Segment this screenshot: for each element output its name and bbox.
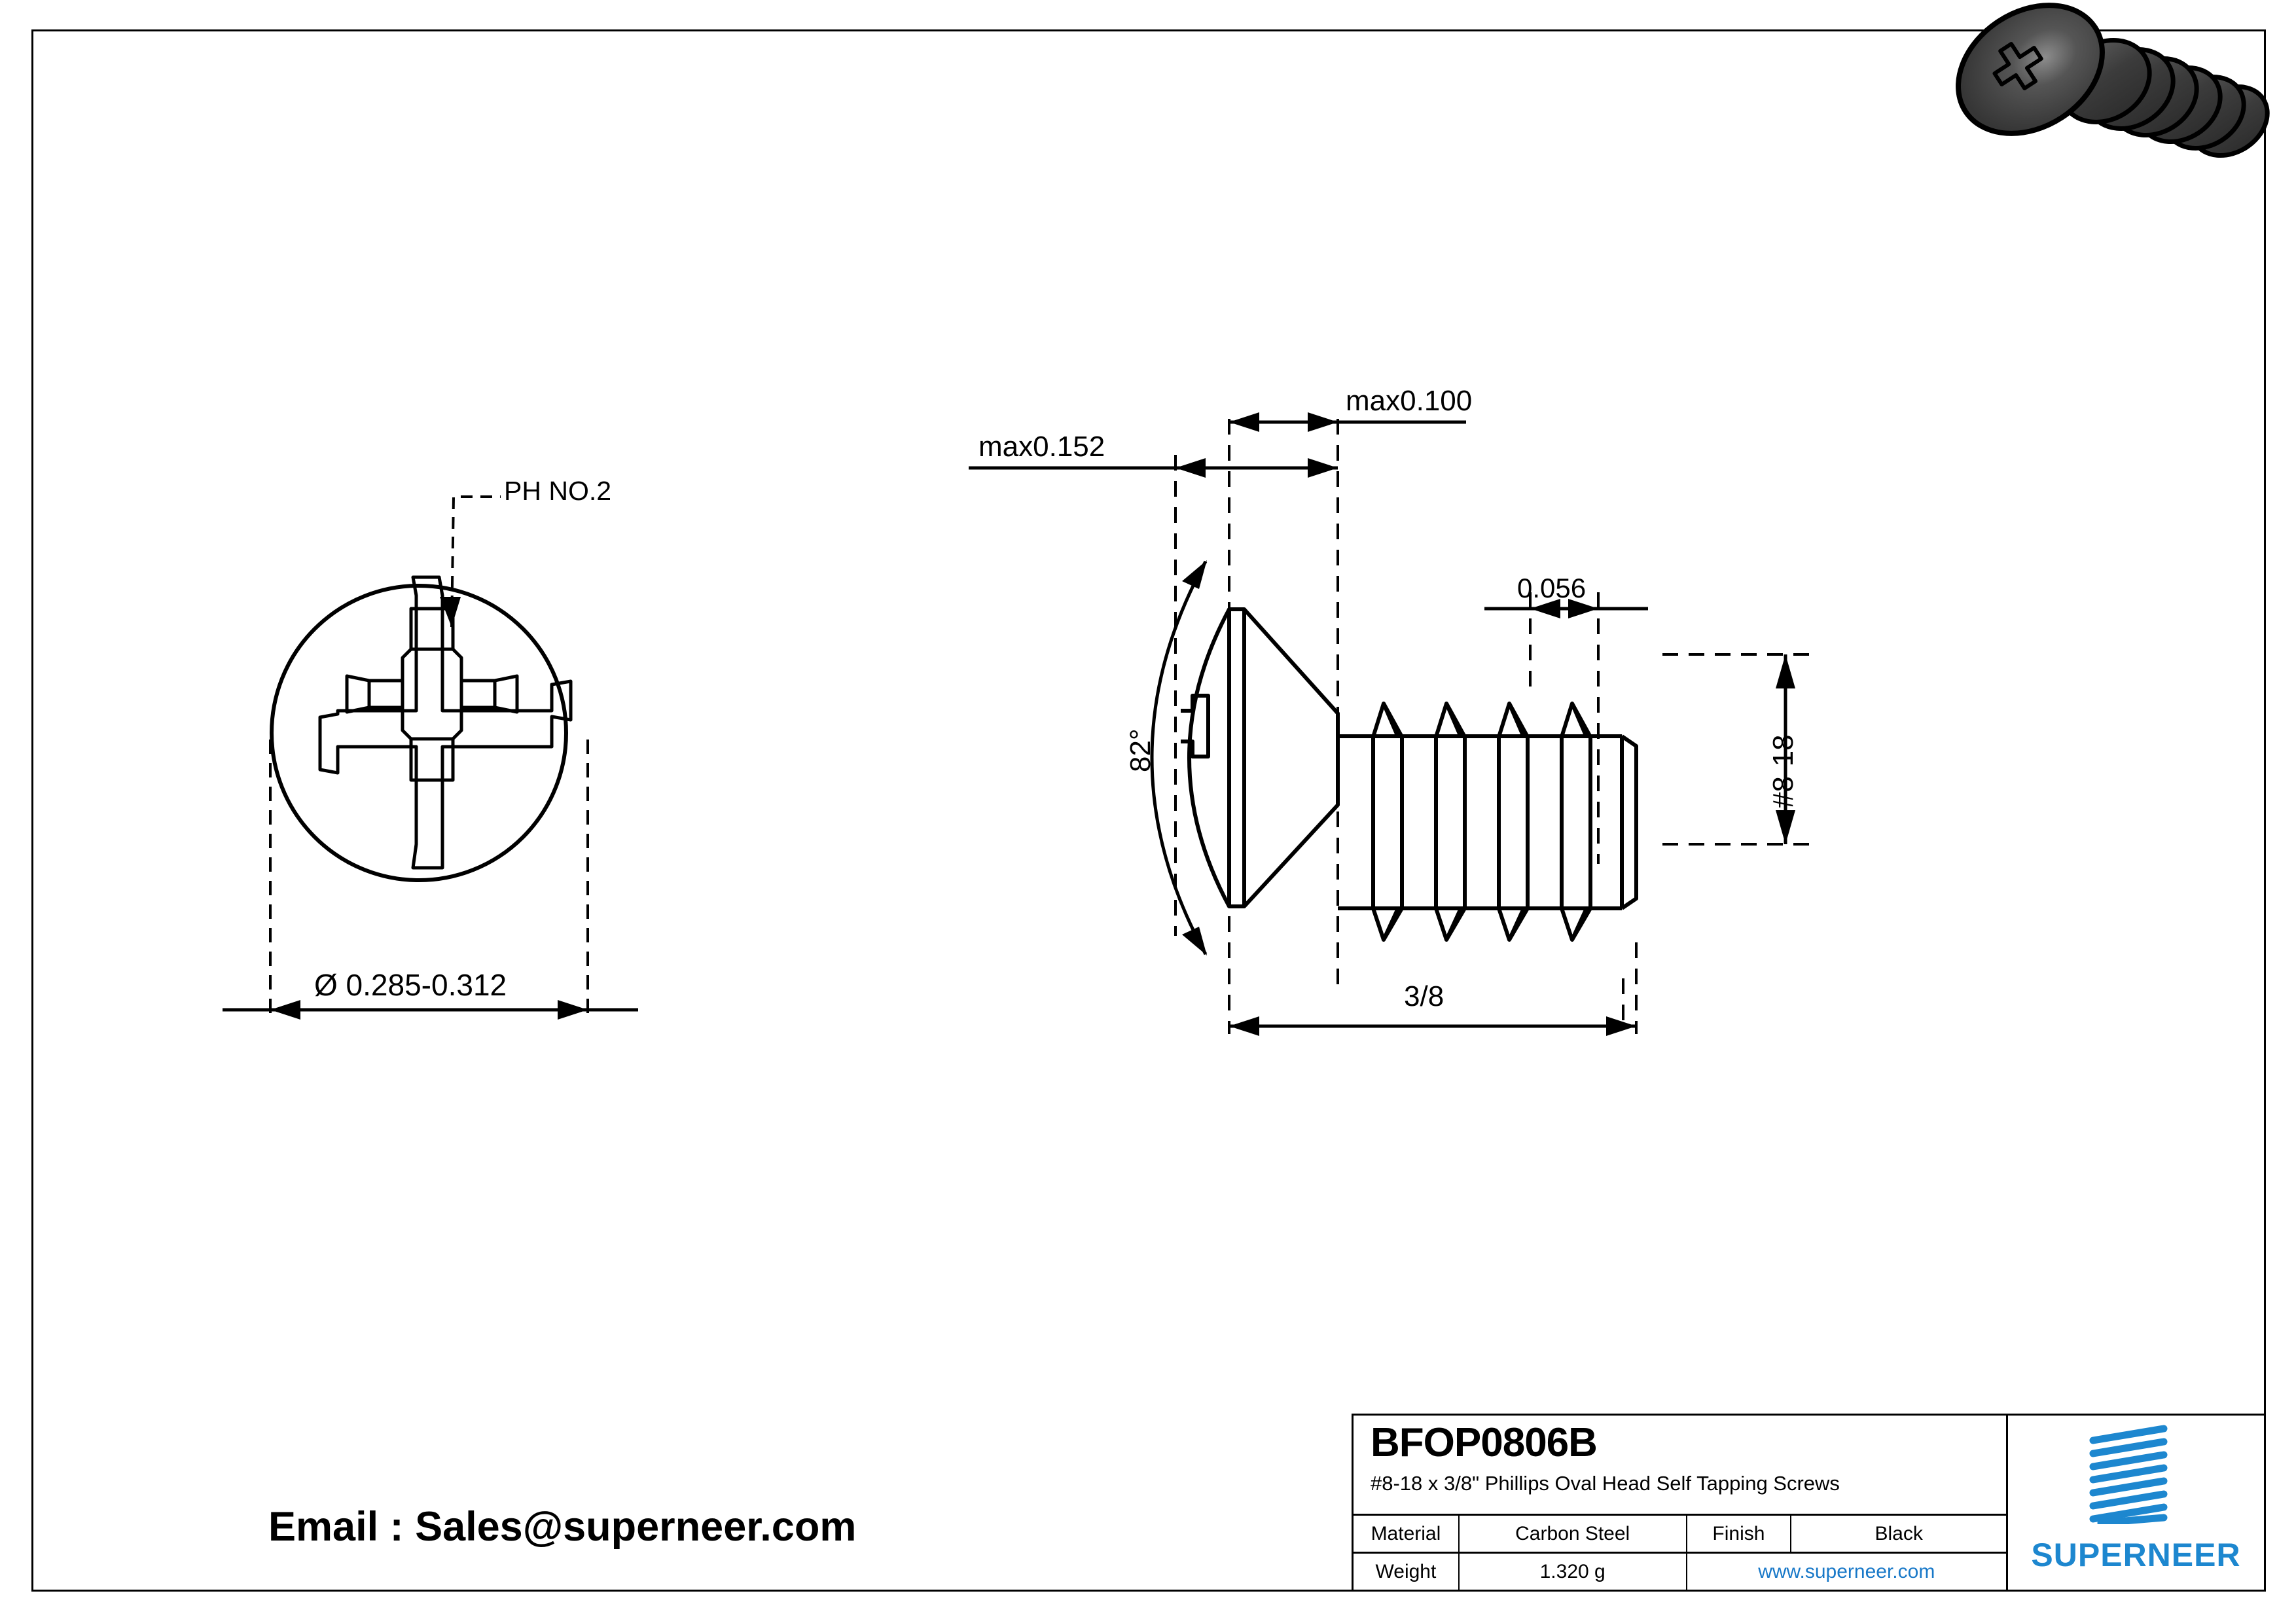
title-block: BFOP0806B #8-18 x 3/8" Phillips Oval Hea… (1352, 1414, 2266, 1592)
contact-email-text: Email : Sales@superneer.com (268, 1504, 857, 1550)
finish-label: Finish (1687, 1516, 1792, 1552)
part-code: BFOP0806B (1371, 1420, 1598, 1465)
material-value: Carbon Steel (1460, 1516, 1687, 1552)
thread-size-label: #8-18 (1767, 734, 1799, 808)
brand-area: SUPERNEER (2008, 1416, 2264, 1590)
head-diameter-dimension-label: Ø 0.285-0.312 (314, 968, 507, 1002)
head-height-dimension-label: max0.152 (978, 431, 1105, 463)
head-recess-callout-label: PH NO.2 (504, 476, 612, 506)
thread-pitch-dimension-label: 0.056 (1517, 573, 1587, 603)
material-label: Material (1354, 1516, 1460, 1552)
screw-length-dimension-label: 3/8 (1404, 980, 1444, 1012)
countersink-angle-label: 82° (1124, 728, 1157, 772)
weight-label: Weight (1354, 1554, 1460, 1590)
weight-website-row: Weight 1.320 g www.superneer.com (1354, 1552, 2006, 1590)
weight-value: 1.320 g (1460, 1554, 1687, 1590)
material-finish-row: Material Carbon Steel Finish Black (1354, 1514, 2006, 1552)
part-description: #8-18 x 3/8" Phillips Oval Head Self Tap… (1371, 1472, 1840, 1495)
sheet-border (31, 29, 2266, 1592)
website-link[interactable]: www.superneer.com (1758, 1560, 1935, 1582)
finish-value: Black (1874, 1522, 1923, 1544)
recess-depth-dimension-label: max0.100 (1346, 385, 1473, 417)
brand-wordmark: SUPERNEER (2031, 1537, 2241, 1573)
title-block-description-area: BFOP0806B #8-18 x 3/8" Phillips Oval Hea… (1354, 1416, 2006, 1514)
title-block-info: BFOP0806B #8-18 x 3/8" Phillips Oval Hea… (1354, 1416, 2008, 1590)
superneer-logo-icon (2084, 1425, 2182, 1527)
